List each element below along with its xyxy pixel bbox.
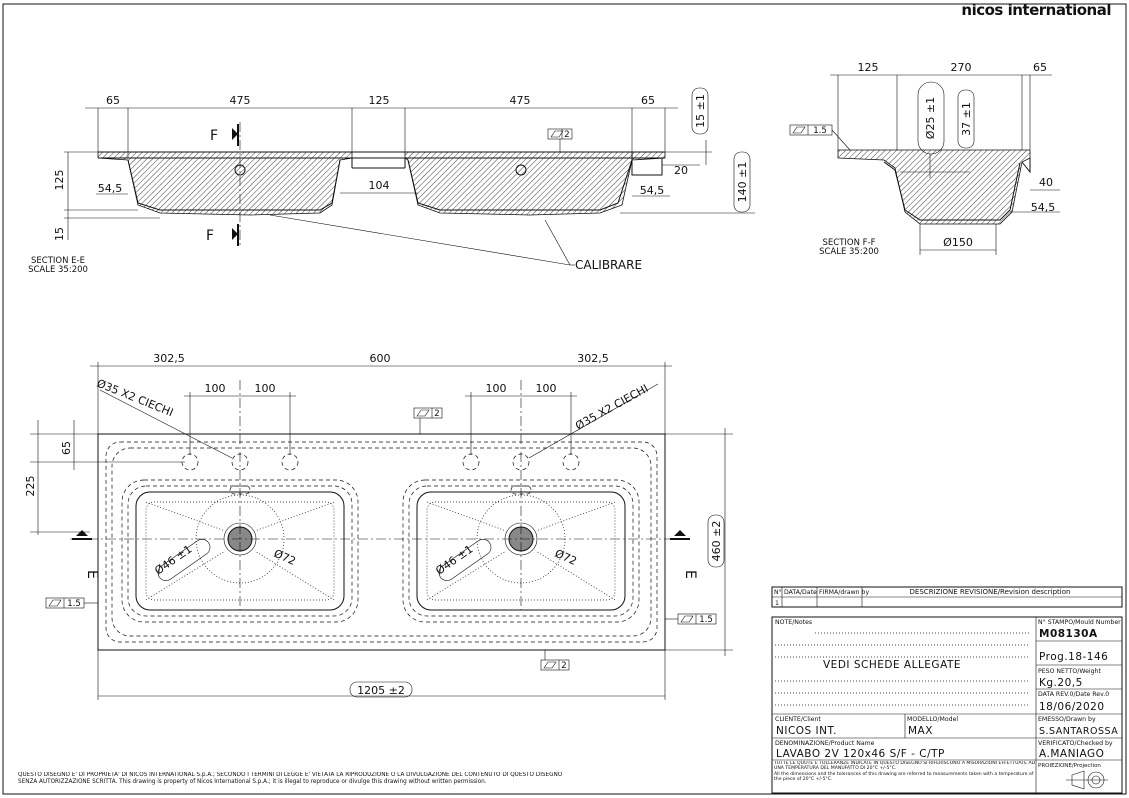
cut-label-e-right: E	[682, 570, 698, 579]
section-ee-scale: SCALE 35:200	[28, 265, 88, 275]
title-block: NOTE/Notes VEDI SCHEDE ALLEGATE N° STAMP…	[771, 616, 1123, 794]
dim-100-c: 100	[486, 382, 507, 395]
holes-right-callout: Ø35 X2 CIECHI	[573, 382, 650, 433]
denominazione-value: LAVABO 2V 120x46 S/F - C/TP	[776, 748, 945, 760]
sheet-border	[2, 3, 1127, 795]
notes-label: NOTE/Notes	[775, 619, 812, 626]
dim-54-5-ff: 54,5	[1031, 201, 1056, 214]
dim-104: 104	[369, 179, 390, 192]
projection-symbol-icon	[1066, 770, 1108, 790]
peso-value: Kg.20,5	[1039, 677, 1083, 689]
rev-col-desc: DESCRIZIONE REVISIONE/Revision descripti…	[910, 588, 1071, 596]
dim-600: 600	[370, 352, 391, 365]
dim-475-b: 475	[510, 94, 531, 107]
modello-value: MAX	[908, 725, 933, 737]
section-ee-view: 65 475 125 475 65 125 15 54,5 104 54,5 2…	[28, 87, 755, 275]
dim-150-ff: Ø150	[943, 236, 973, 249]
dim-302-5-right: 302,5	[577, 352, 609, 365]
flat-left: 1.5	[67, 599, 81, 609]
dim-475-a: 475	[230, 94, 251, 107]
cliente-label: CLIENTE/Client	[775, 716, 821, 723]
dim-54-5-left: 54,5	[98, 182, 123, 195]
denominazione-label: DENOMINAZIONE/Product Name	[775, 740, 875, 747]
proiezione-label: PROIEZIONE/Projection	[1038, 763, 1101, 769]
emesso-label: EMESSO/Drawn by	[1038, 716, 1096, 723]
rev-col-by: FIRMA/drawn by	[819, 589, 869, 596]
footer-line-1: QUESTO DISEGNO E' DI PROPRIETA' DI NICOS…	[18, 772, 563, 778]
dim-20: 20	[674, 164, 688, 177]
flat-bottom: 2	[561, 661, 566, 671]
dim-1205-tol: 1205 ±2	[357, 684, 405, 697]
dim-65-left: 65	[106, 94, 120, 107]
stampo-value: M08130A	[1039, 628, 1098, 640]
dim-46-left: Ø46 ±1	[152, 543, 194, 578]
dim-302-5-left: 302,5	[153, 352, 185, 365]
tolerance-note-it: TUTTE LE QUOTE E TOLLERANZE INDICATE IN …	[774, 761, 1036, 772]
dim-125-height: 125	[53, 170, 66, 191]
dim-65-ff: 65	[1033, 61, 1047, 74]
section-ff-view: 125 270 65 Ø25 ±1 37 ±1 1.5 40 54,5 Ø150…	[789, 61, 1060, 257]
cut-label-f-top: F	[210, 128, 218, 144]
section-ff-title: SECTION F-F	[823, 238, 876, 248]
rev-col-date: DATA/Date	[784, 589, 817, 596]
dim-100-a: 100	[205, 382, 226, 395]
rev-col-no: N°	[774, 588, 782, 596]
dim-15: 15	[53, 227, 66, 241]
footer-line-2: SENZA AUTORIZZAZIONE SCRITTA. This drawi…	[18, 778, 487, 785]
revision-table: N° DATA/Date FIRMA/drawn by DESCRIZIONE …	[771, 586, 1123, 608]
data-label: DATA REV.0/Date Rev.0	[1038, 691, 1109, 698]
dim-125-ff: 125	[858, 61, 879, 74]
dim-125: 125	[369, 94, 390, 107]
holes-left-callout: Ø35 X2 CIECHI	[95, 377, 175, 419]
dim-46-right: Ø46 ±1	[433, 543, 475, 578]
dim-54-5-right: 54,5	[640, 184, 665, 197]
emesso-value: S.SANTAROSSA	[1039, 726, 1118, 737]
flatness-1-5-ff: 1.5	[813, 126, 827, 136]
dim-37-ff: 37 ±1	[960, 102, 973, 136]
prog-value: Prog.18-146	[1039, 651, 1108, 663]
dim-460-tol: 460 ±2	[710, 521, 723, 562]
section-ff-scale: SCALE 35:200	[819, 247, 879, 257]
dim-140-tol: 140 ±1	[736, 162, 749, 203]
dim-100-b: 100	[255, 382, 276, 395]
peso-label: PESO NETTO/Weight	[1038, 668, 1101, 675]
modello-label: MODELLO/Model	[907, 716, 958, 723]
dim-15-tol: 15 ±1	[694, 94, 707, 128]
calibrare-label: CALIBRARE	[575, 258, 642, 272]
verificato-value: A.MANIAGO	[1039, 748, 1104, 760]
dim-40-ff: 40	[1039, 176, 1053, 189]
stampo-label: N° STAMPO/Mould Number	[1038, 618, 1121, 626]
verificato-label: VERIFICATO/Checked by	[1038, 740, 1113, 747]
dim-270-ff: 270	[951, 61, 972, 74]
flat-top: 2	[434, 409, 439, 419]
flat-right: 1.5	[699, 615, 713, 625]
plan-view: 302,5 600 302,5 100 100 100 100 Ø35 X2 C…	[24, 352, 733, 700]
tolerance-note-en: All the dimensions and the tolerances of…	[774, 771, 1034, 782]
cut-label-e-left: E	[84, 570, 100, 579]
dim-100-d: 100	[536, 382, 557, 395]
dim-25-ff: Ø25 ±1	[924, 97, 937, 139]
dim-65-right: 65	[641, 94, 655, 107]
cut-label-f-bottom: F	[206, 228, 214, 244]
dim-65-plan: 65	[60, 441, 73, 455]
dim-225-plan: 225	[24, 476, 37, 497]
notes-text: VEDI SCHEDE ALLEGATE	[823, 659, 961, 671]
data-value: 18/06/2020	[1039, 701, 1105, 713]
flatness-2: 2	[564, 130, 569, 140]
company-logo: nicos international	[961, 1, 1111, 19]
rev-row-no: 1	[775, 600, 779, 607]
section-ee-title: SECTION E-E	[31, 256, 85, 266]
cliente-value: NICOS INT.	[776, 725, 837, 737]
